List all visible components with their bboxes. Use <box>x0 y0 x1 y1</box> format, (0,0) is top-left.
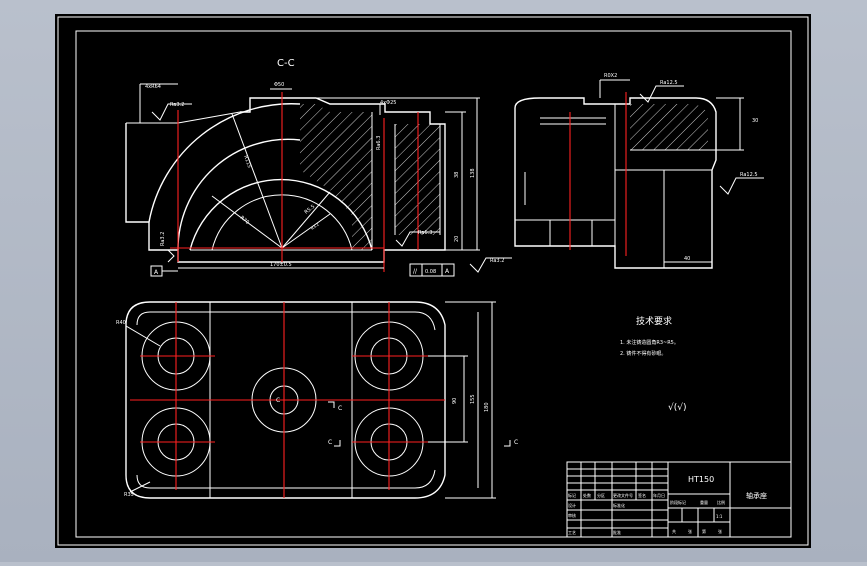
dim-height-b: 138 <box>470 168 476 178</box>
side-view: R0X2 Ra12.5 30 Ra12.5 40 <box>514 73 764 269</box>
tol-value: 0.08 <box>425 269 436 275</box>
dim-height-a: 38 <box>454 172 460 178</box>
dim-r-outer: R115 <box>242 155 252 169</box>
tb-label-approve: 批准 <box>613 529 621 535</box>
dim-r-inner: R70 <box>239 215 250 226</box>
tb-label-zone: 分区 <box>597 492 605 498</box>
tb-label-mark: 标记 <box>568 492 576 498</box>
tb-label-sign: 签名 <box>638 492 646 498</box>
dim-plan-mid: 155 <box>470 394 476 404</box>
section-title: C-C <box>277 58 295 69</box>
dim-width-total: 170±0.5 <box>270 262 292 268</box>
tb-label-no: 第 <box>702 528 706 534</box>
tb-label-count: 处数 <box>583 492 591 498</box>
dim-r-hole: R3.2 <box>310 221 321 231</box>
tol-symbol: // <box>413 268 418 275</box>
dim-r-small: R5.5 <box>304 204 317 216</box>
rough-side-top: Ra12.5 <box>660 80 678 86</box>
surface-finish-symbol: √(√) <box>668 402 687 413</box>
material: HT150 <box>688 475 714 484</box>
tb-label-sheet2: 张 <box>718 528 722 534</box>
technical-notes: 技术要求 1. 未注铸造圆角R3~R5。 2. 铸件不得有砂眼。 √(√) <box>620 315 687 413</box>
tb-scale-value: 1:1 <box>716 514 723 519</box>
section-mark-right: C <box>338 405 342 412</box>
note-1: 1. 未注铸造圆角R3~R5。 <box>620 339 679 346</box>
tb-label-date: 年月日 <box>653 492 665 498</box>
dim-plan-outer: 180 <box>484 402 490 412</box>
tb-label-sheet1: 张 <box>688 528 692 534</box>
rough-side-right: Ra12.5 <box>740 172 758 178</box>
rough-face: Ra6.3 <box>376 136 382 150</box>
dim-top-width: 4xR64 <box>145 84 161 90</box>
rough-left: Ra3.2 <box>160 232 166 246</box>
tb-label-standard: 标准化 <box>613 502 625 508</box>
tb-label-scale: 比例 <box>717 499 725 505</box>
rough-bottom-mid: Ra6.3 <box>418 230 432 236</box>
dim-hole: 4xΦ25 <box>380 100 396 106</box>
section-mark-bottom-left: C <box>328 439 332 446</box>
rough-top: Ra3.2 <box>170 102 184 108</box>
dim-corner-r: R40 <box>116 320 126 326</box>
dim-side-right: 30 <box>752 118 758 124</box>
part-name: 轴承座 <box>746 491 767 500</box>
tb-label-process: 工艺 <box>568 530 576 535</box>
inner-border <box>75 30 792 538</box>
rough-base: Ra3.2 <box>490 258 504 264</box>
dim-side-bottom: 40 <box>684 256 690 262</box>
dim-height-c: 20 <box>454 236 460 242</box>
tb-label-weight: 重量 <box>700 499 708 505</box>
note-2: 2. 铸件不得有砂眼。 <box>620 350 666 357</box>
tb-label-design: 设计 <box>568 502 576 508</box>
outer-border <box>57 16 809 546</box>
plan-view: R40 R35 90 155 180 C C C C <box>116 301 518 499</box>
notes-title: 技术要求 <box>636 315 672 327</box>
tol-datum: A <box>445 268 450 275</box>
dim-chamfer: R0X2 <box>604 73 617 79</box>
tb-label-stage: 阶段标记 <box>670 499 686 505</box>
tb-label-file: 更改文件号 <box>613 492 633 498</box>
section-mark-far-right: C <box>514 439 518 446</box>
title-block: HT150 轴承座 标记 处数 分区 更改文件号 签名 年月日 设计 标准化 审… <box>566 461 792 538</box>
datum-label: A <box>154 269 159 276</box>
dim-phi-top: Φ50 <box>274 82 284 88</box>
dim-corner-r2: R35 <box>124 492 134 498</box>
section-mark-center: C <box>276 397 280 404</box>
tb-label-review: 审核 <box>568 512 576 518</box>
section-view-cc: C-C 4xR64 Ra3.2 Φ50 <box>125 58 512 277</box>
tb-label-total: 共 <box>672 528 676 534</box>
dim-plan-inner: 90 <box>452 398 458 404</box>
drawing-sheet <box>55 14 811 548</box>
